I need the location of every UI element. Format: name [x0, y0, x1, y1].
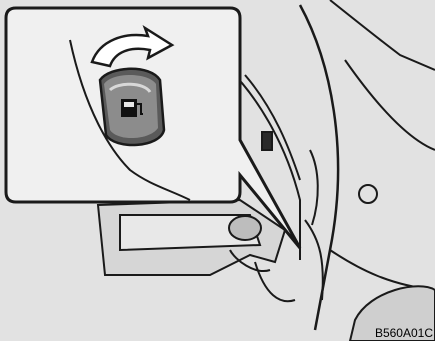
- figure-code-label: B560A01C: [375, 326, 433, 340]
